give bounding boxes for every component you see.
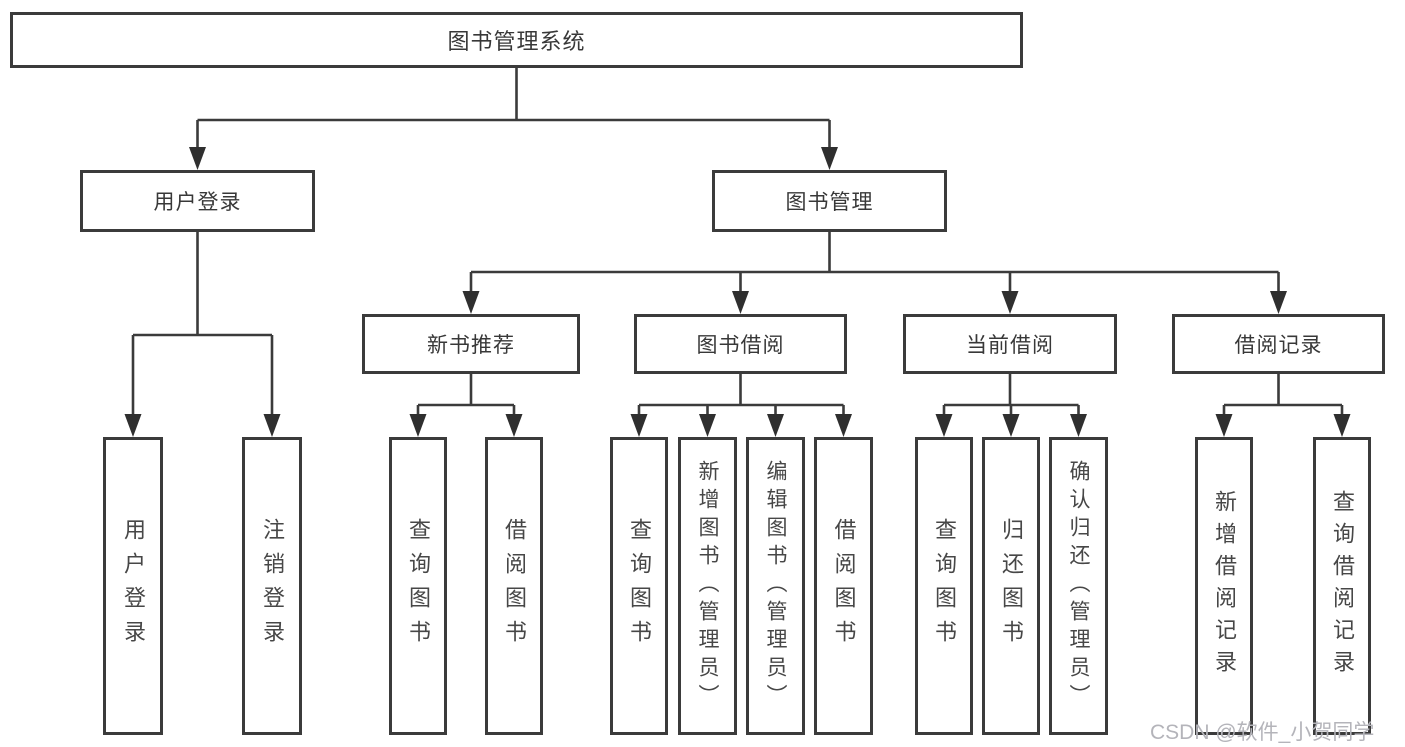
node-new-book-recommend: 新书推荐 bbox=[362, 314, 580, 374]
leaf-confirm-return-admin: 确认归还（管理员） bbox=[1049, 437, 1108, 735]
leaf-edit-books-admin: 编辑图书（管理员） bbox=[746, 437, 805, 735]
leaf-query-books: 查询图书 bbox=[389, 437, 447, 735]
leaf-borrow-books: 借阅图书 bbox=[485, 437, 543, 735]
node-label: 新增借阅记录 bbox=[1212, 490, 1237, 682]
csdn-watermark: CSDN @软件_小贺同学 bbox=[1150, 721, 1375, 744]
leaf-borrow-books: 借阅图书 bbox=[814, 437, 873, 735]
node-label: 新书推荐 bbox=[427, 334, 515, 357]
arrowhead bbox=[1333, 414, 1351, 437]
node-root-system: 图书管理系统 bbox=[10, 12, 1023, 68]
connector-book-management-to-level3 bbox=[462, 232, 1287, 314]
node-book-borrowing: 图书借阅 bbox=[634, 314, 847, 374]
node-label: 当前借阅 bbox=[966, 334, 1054, 357]
connector-user-login-to-leaves bbox=[124, 232, 281, 437]
arrowhead bbox=[699, 414, 716, 437]
leaf-logout: 注销登录 bbox=[242, 437, 302, 735]
node-label: 编辑图书（管理员） bbox=[764, 460, 787, 712]
node-label: 注销登录 bbox=[260, 518, 285, 654]
connector-borrow-record-to-leaves bbox=[1215, 374, 1351, 437]
node-label: 查询图书 bbox=[406, 518, 431, 654]
leaf-query-books: 查询图书 bbox=[610, 437, 668, 735]
node-label: 用户登录 bbox=[121, 518, 146, 654]
arrowhead bbox=[1215, 414, 1233, 437]
node-label: 用户登录 bbox=[153, 191, 242, 214]
arrowhead bbox=[1270, 291, 1287, 314]
leaf-return-books: 归还图书 bbox=[982, 437, 1040, 735]
connector-new-book-to-leaves bbox=[409, 374, 523, 437]
connector-root-to-level2 bbox=[189, 68, 838, 170]
leaf-add-books-admin: 新增图书（管理员） bbox=[678, 437, 737, 735]
arrowhead bbox=[767, 414, 784, 437]
node-label: 归还图书 bbox=[999, 518, 1024, 654]
node-borrowing-records: 借阅记录 bbox=[1172, 314, 1385, 374]
node-label: 查询图书 bbox=[932, 518, 957, 654]
arrowhead bbox=[505, 414, 523, 437]
leaf-user-login: 用户登录 bbox=[103, 437, 163, 735]
node-label: 图书管理系统 bbox=[447, 29, 586, 54]
node-label: 借阅图书 bbox=[831, 518, 857, 654]
arrowhead bbox=[1070, 414, 1087, 437]
arrowhead bbox=[263, 414, 281, 437]
node-user-login: 用户登录 bbox=[80, 170, 315, 232]
arrowhead bbox=[462, 291, 480, 314]
arrowhead bbox=[732, 291, 749, 314]
arrowhead bbox=[1002, 414, 1020, 437]
node-label: 图书借阅 bbox=[696, 334, 785, 357]
arrowhead bbox=[821, 147, 838, 170]
node-book-management: 图书管理 bbox=[712, 170, 947, 232]
arrowhead bbox=[835, 414, 852, 437]
connector-book-borrow-to-leaves bbox=[630, 374, 852, 437]
leaf-query-books: 查询图书 bbox=[915, 437, 973, 735]
arrowhead bbox=[1001, 291, 1019, 314]
leaf-query-borrow-record: 查询借阅记录 bbox=[1313, 437, 1371, 735]
node-current-borrowing: 当前借阅 bbox=[903, 314, 1117, 374]
node-label: 确认归还（管理员） bbox=[1067, 460, 1090, 712]
arrowhead bbox=[409, 414, 427, 437]
arrowhead bbox=[124, 414, 142, 437]
node-label: 借阅图书 bbox=[502, 518, 527, 654]
node-label: 借阅记录 bbox=[1234, 334, 1323, 357]
connector-current-borrow-to-leaves bbox=[935, 374, 1087, 437]
arrowhead bbox=[189, 147, 206, 170]
arrowhead bbox=[935, 414, 953, 437]
leaf-add-borrow-record: 新增借阅记录 bbox=[1195, 437, 1253, 735]
node-label: 查询图书 bbox=[627, 518, 652, 654]
arrowhead bbox=[630, 414, 648, 437]
node-label: 查询借阅记录 bbox=[1330, 490, 1355, 682]
node-label: 图书管理 bbox=[785, 191, 874, 214]
node-label: 新增图书（管理员） bbox=[696, 460, 719, 712]
